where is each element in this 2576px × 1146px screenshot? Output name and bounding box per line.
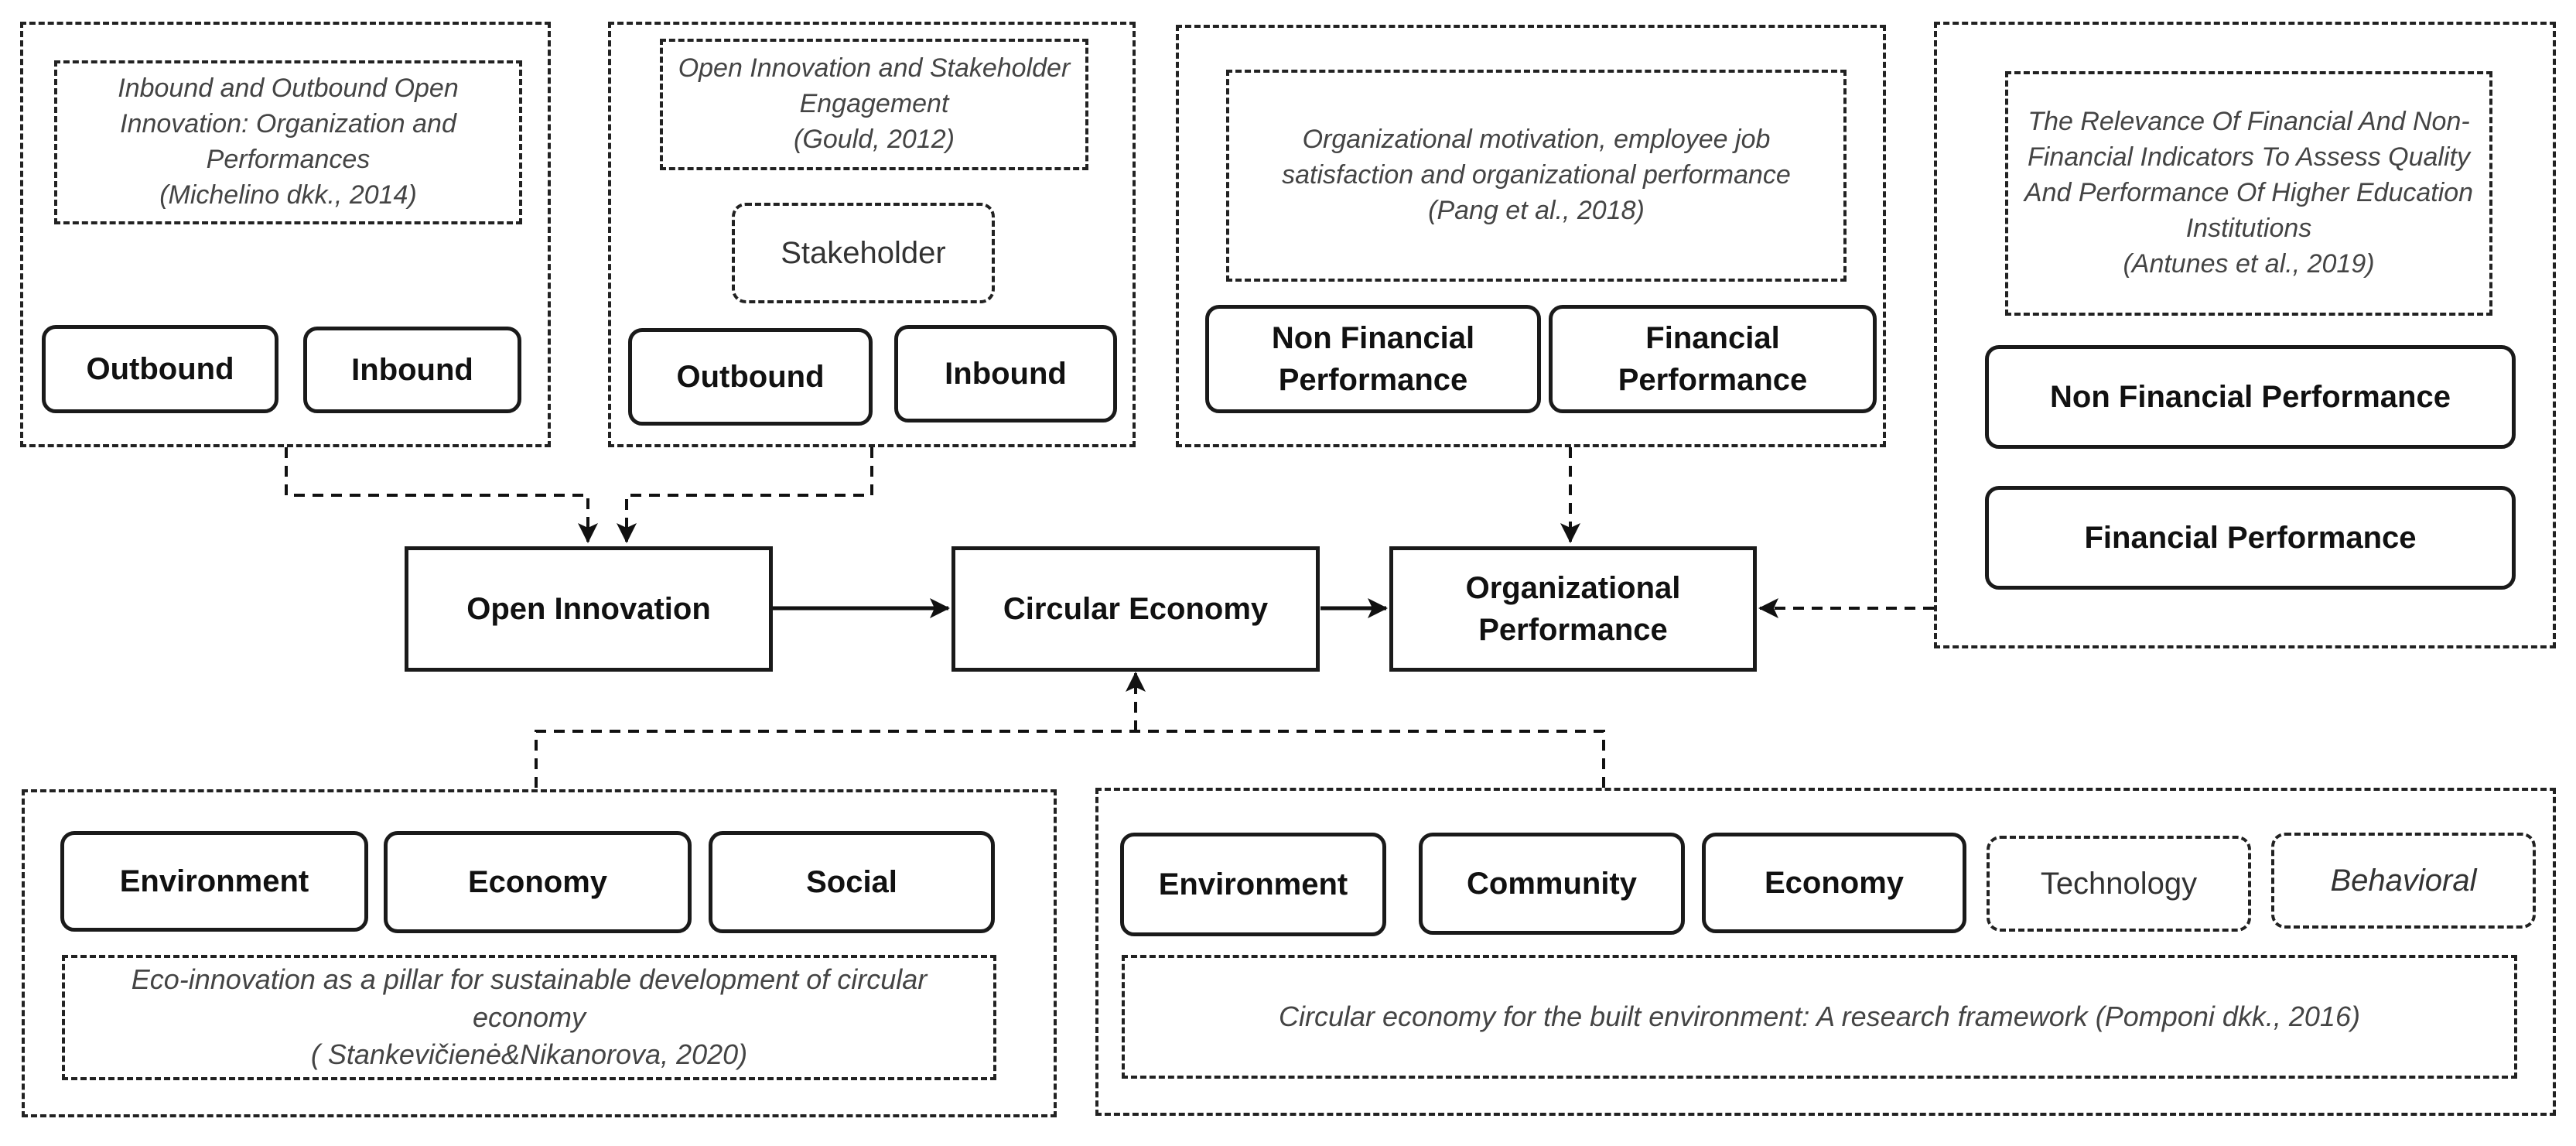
reference-pomponi: Circular economy for the built environme… [1122,955,2517,1079]
node-label: Inbound [351,353,473,387]
reference-stankeviciene: Eco-innovation as a pillar for sustainab… [62,955,996,1080]
reference-pang: Organizational motivation, employee job … [1226,70,1847,282]
reference-title: Inbound and Outbound Open Innovation: Or… [118,74,459,174]
node-label: Open Innovation [466,592,711,626]
connector-g1-open-innovation [285,447,598,543]
group-stankeviciene [22,789,1057,1117]
reference-title: Open Innovation and Stakeholder Engageme… [678,53,1071,119]
node-inbound: Inbound [303,327,521,413]
group-gould [608,22,1136,447]
node-outbound: Outbound [42,325,278,413]
reference-citation: (Michelino dkk., 2014) [159,180,417,210]
reference-citation: ( Stankevičienė&Nikanorova, 2020) [310,1038,748,1071]
node-social: Social [709,831,995,933]
node-label: Behavioral [2330,863,2477,898]
node-label: Outbound [676,360,825,394]
reference-title: Circular economy for the built environme… [1279,1000,2088,1032]
node-label: Economy [1764,866,1905,900]
connector-bottom-circular-economy [535,730,1605,788]
node-label: Economy [467,865,608,899]
connector-g2-open-innovation [617,447,873,543]
node-financial-performance: Financial Performance [1985,486,2516,590]
node-label: Environment [1158,867,1348,901]
node-label: Organizational Performance [1465,571,1681,647]
node-environment: Environment [60,831,368,932]
node-circular-economy: Circular Economy [951,546,1320,672]
node-organizational-performance: Organizational Performance [1389,546,1757,672]
node-behavioral: Behavioral [2271,833,2536,929]
node-label: Community [1467,867,1637,901]
reference-citation: (Pomponi dkk., 2016) [2095,1000,2360,1032]
group-michelino [20,22,551,447]
reference-title: Organizational motivation, employee job … [1282,125,1791,190]
node-label: Non Financial Performance [2050,380,2451,414]
node-label: Stakeholder [781,235,946,270]
node-inbound: Inbound [894,325,1117,422]
node-label: Financial Performance [2084,521,2417,555]
reference-title: Eco-innovation as a pillar for sustainab… [131,963,928,1033]
node-environment: Environment [1120,833,1386,936]
node-financial-performance: Financial Performance [1549,305,1877,413]
group-pang [1176,25,1886,447]
node-label: Financial Performance [1618,321,1808,397]
node-technology: Technology [1987,836,2251,932]
reference-citation: (Gould, 2012) [794,124,955,154]
reference-citation: (Pang et al., 2018) [1428,195,1645,225]
node-label: Technology [2040,866,2198,901]
node-label: Social [806,865,897,899]
reference-citation: (Antunes et al., 2019) [2123,248,2375,279]
node-label: Circular Economy [1003,592,1269,626]
node-label: Outbound [86,352,234,386]
node-stakeholder: Stakeholder [732,203,995,303]
node-non-financial-performance: Non Financial Performance [1205,305,1541,413]
reference-title: The Relevance Of Financial And Non-Finan… [2024,107,2474,243]
group-antunes [1934,22,2556,648]
node-open-innovation: Open Innovation [405,546,773,672]
node-label: Environment [119,864,309,898]
reference-antunes: The Relevance Of Financial And Non-Finan… [2005,71,2492,316]
node-community: Community [1419,833,1685,935]
node-non-financial-performance: Non Financial Performance [1985,345,2516,449]
node-label: Non Financial Performance [1271,321,1475,397]
node-economy: Economy [1702,833,1966,933]
reference-michelino: Inbound and Outbound Open Innovation: Or… [54,60,522,224]
node-outbound: Outbound [628,328,873,426]
node-economy: Economy [384,831,692,933]
group-pomponi [1095,788,2556,1116]
node-label: Inbound [945,357,1067,391]
reference-gould: Open Innovation and Stakeholder Engageme… [660,39,1088,170]
